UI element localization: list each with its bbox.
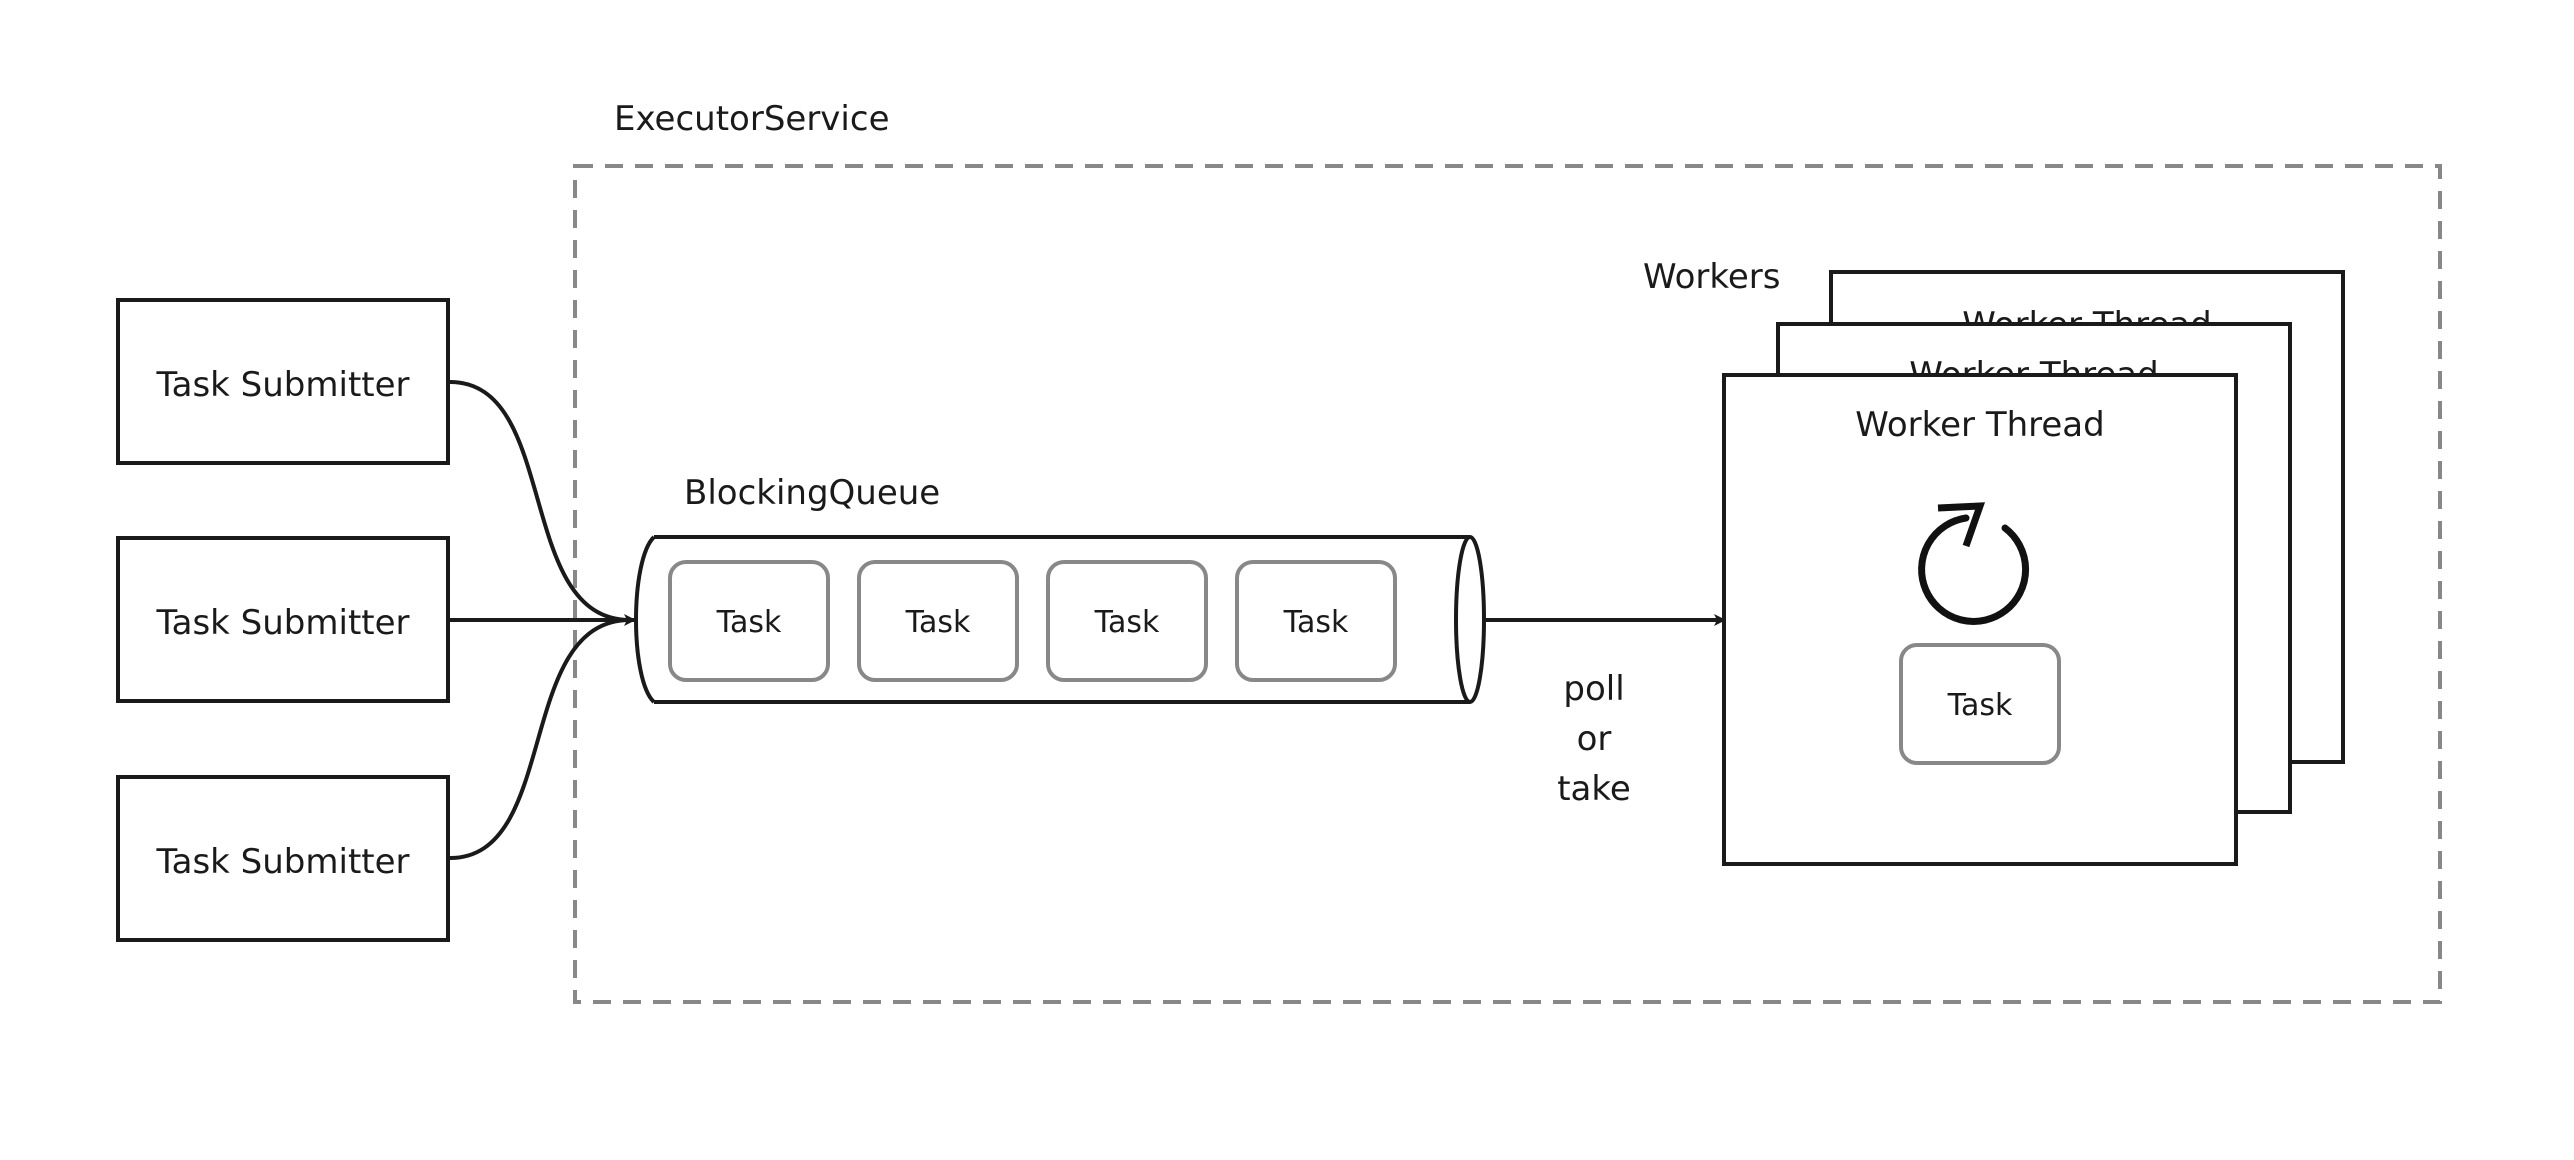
task-label: Task	[1094, 605, 1160, 640]
executor-service-boundary	[573, 164, 2442, 1004]
task-submitter-3: Task Submitter	[116, 775, 450, 942]
task-submitter-label: Task Submitter	[155, 842, 409, 882]
active-task: Task	[1899, 643, 2061, 765]
task-label: Task	[716, 605, 782, 640]
circular-arrow-icon	[1918, 502, 2030, 625]
task-label: Task	[905, 605, 971, 640]
task-label: Task	[1947, 688, 2013, 723]
executor-service-label: ExecutorService	[614, 99, 890, 139]
queue-task-3: Task	[1046, 560, 1208, 682]
task-submitter-1: Task Submitter	[116, 298, 450, 465]
queue-task-1: Task	[668, 560, 830, 682]
task-submitter-label: Task Submitter	[155, 603, 409, 643]
task-submitter-label: Task Submitter	[155, 365, 409, 405]
blocking-queue	[634, 535, 1486, 704]
queue-task-4: Task	[1235, 560, 1397, 682]
task-submitter-2: Task Submitter	[116, 536, 450, 703]
worker-thread-front: Worker Thread Task	[1722, 373, 2238, 866]
worker-thread-label: Worker Thread	[1855, 405, 2104, 445]
queue-task-2: Task	[857, 560, 1019, 682]
take-label: take	[1557, 769, 1631, 809]
submit-connector-3	[449, 618, 631, 860]
or-label: or	[1577, 719, 1612, 759]
blocking-queue-label: BlockingQueue	[684, 473, 940, 513]
poll-label: poll	[1563, 669, 1624, 709]
submit-connector-1	[449, 380, 631, 622]
task-label: Task	[1283, 605, 1349, 640]
workers-label: Workers	[1643, 257, 1781, 297]
